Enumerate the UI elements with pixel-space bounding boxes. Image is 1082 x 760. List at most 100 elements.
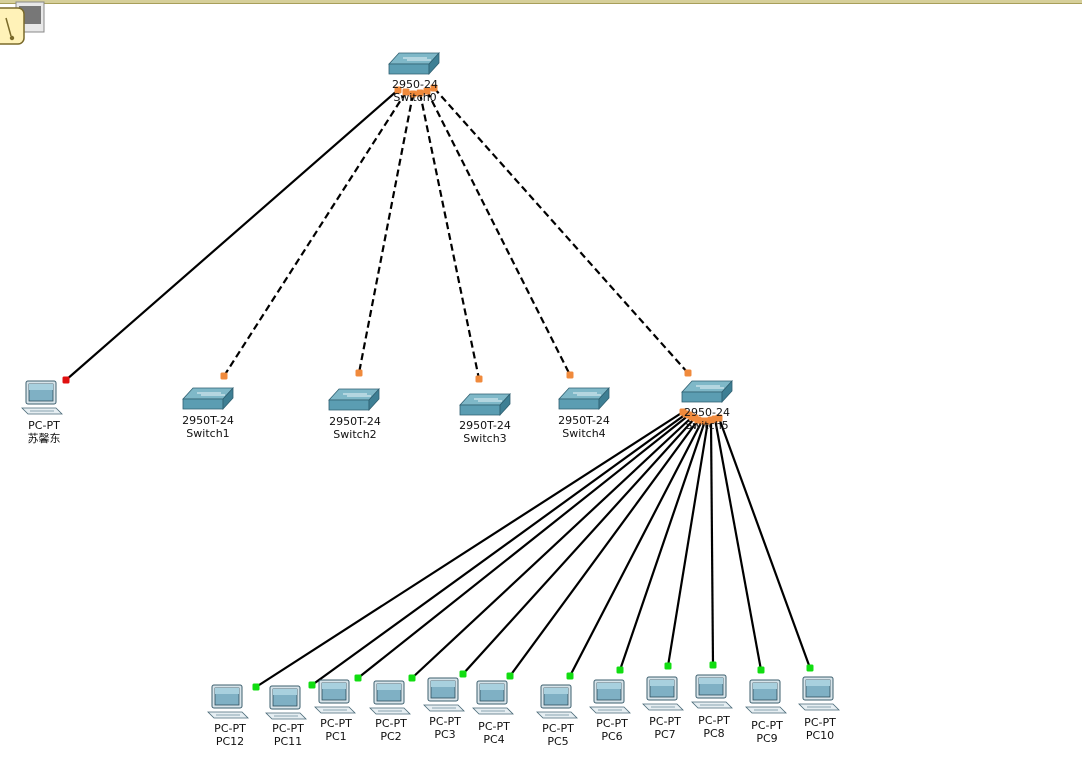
straight-cable-sw5-pc2[interactable]	[411, 416, 693, 679]
crossover-cable-sw0-sw4[interactable]	[426, 90, 571, 376]
straight-cable-sw5-pc11[interactable]	[311, 413, 687, 686]
device-name-sw2[interactable]: Switch2	[333, 428, 377, 441]
straight-cable-sw5-pc10[interactable]	[717, 417, 812, 669]
device-model-sw4: 2950T-24	[558, 414, 610, 427]
links-layer	[65, 87, 812, 688]
device-model-pc11: PC-PT	[272, 722, 304, 735]
pc-icon-pc1[interactable]	[314, 679, 356, 714]
pc-icon-pc4[interactable]	[472, 680, 514, 715]
device-name-pc2[interactable]: PC2	[380, 730, 402, 743]
port-status-sw5-pc9-b	[757, 666, 765, 674]
pc-icon-pcx[interactable]	[21, 380, 63, 415]
device-name-pc1[interactable]: PC1	[325, 730, 347, 743]
straight-cable-sw5-pc1[interactable]	[357, 414, 690, 679]
crossover-cable-sw0-sw2[interactable]	[357, 93, 415, 374]
device-model-sw0: 2950-24	[392, 78, 438, 91]
device-name-pc11[interactable]: PC11	[273, 735, 303, 748]
pc-icon-pc5[interactable]	[536, 684, 578, 719]
device-name-sw3[interactable]: Switch3	[463, 432, 507, 445]
pc-icon-pc9[interactable]	[745, 679, 787, 714]
switch-icon-sw4[interactable]	[558, 386, 610, 411]
pc-icon-pc7[interactable]	[642, 676, 684, 711]
port-status-sw0-sw2-a	[409, 90, 417, 98]
straight-cable-sw5-pc5[interactable]	[569, 420, 703, 677]
port-status-sw5-pc4-b	[506, 672, 514, 680]
device-name-sw1[interactable]: Switch1	[186, 427, 230, 440]
crossover-cable-sw0-sw1[interactable]	[223, 91, 407, 377]
device-model-sw2: 2950T-24	[329, 415, 381, 428]
device-name-pc7[interactable]: PC7	[654, 728, 676, 741]
straight-cable-sw5-pc3[interactable]	[462, 417, 696, 675]
devices-layer	[21, 51, 840, 720]
straight-cable-sw5-pc6[interactable]	[618, 420, 707, 671]
port-status-sw0-pcx-a	[394, 86, 402, 94]
pc-icon-pc6[interactable]	[589, 679, 631, 714]
device-name-pc12[interactable]: PC12	[215, 735, 245, 748]
device-name-sw4[interactable]: Switch4	[562, 427, 606, 440]
device-model-pc4: PC-PT	[478, 720, 510, 733]
port-status-sw0-sw4-b	[566, 371, 574, 379]
port-status-sw0-pcx-b	[62, 376, 70, 384]
device-name-pc10[interactable]: PC10	[805, 729, 835, 742]
switch-icon-sw0[interactable]	[388, 51, 440, 76]
port-status-sw5-pc5-b	[566, 672, 574, 680]
device-model-sw3: 2950T-24	[459, 419, 511, 432]
device-name-sw0[interactable]: Switch0	[393, 91, 437, 104]
straight-cable-sw5-pc12[interactable]	[255, 411, 684, 688]
pc-icon-pc11[interactable]	[265, 685, 307, 720]
device-model-pc12: PC-PT	[214, 722, 246, 735]
device-model-pc7: PC-PT	[649, 715, 681, 728]
switch-icon-sw2[interactable]	[328, 387, 380, 412]
pc-icon-pc2[interactable]	[369, 680, 411, 715]
device-model-pc2: PC-PT	[375, 717, 407, 730]
port-status-sw5-pc8-b	[709, 661, 717, 669]
pc-icon-pc10[interactable]	[798, 676, 840, 711]
straight-cable-sw5-pc7[interactable]	[666, 420, 710, 667]
switch-icon-sw5[interactable]	[681, 379, 733, 404]
device-name-pc9[interactable]: PC9	[756, 732, 778, 745]
pc-icon-pc3[interactable]	[423, 677, 465, 712]
device-name-pc8[interactable]: PC8	[703, 727, 725, 740]
device-name-pc6[interactable]: PC6	[601, 730, 623, 743]
pc-icon-pc8[interactable]	[691, 674, 733, 709]
pc-icon-pc12[interactable]	[207, 684, 249, 719]
ports-layer	[62, 84, 814, 691]
device-model-pcx: PC-PT	[28, 419, 60, 432]
port-status-sw5-pc2-b	[408, 674, 416, 682]
port-status-sw5-pc10-a	[715, 414, 723, 422]
straight-cable-sw0-pcx[interactable]	[65, 89, 399, 381]
device-model-pc6: PC-PT	[596, 717, 628, 730]
crossover-cable-sw0-sw3[interactable]	[418, 92, 481, 380]
workspace-top-bar	[0, 0, 1082, 4]
note-icon[interactable]	[0, 0, 48, 46]
device-name-sw5[interactable]: Switch5	[685, 419, 729, 432]
straight-cable-sw5-pc8[interactable]	[709, 419, 715, 666]
crossover-cable-sw0-sw5[interactable]	[433, 87, 689, 374]
switch-icon-sw3[interactable]	[459, 392, 511, 417]
port-status-sw0-sw1-b	[220, 372, 228, 380]
straight-cable-sw5-pc9[interactable]	[713, 418, 763, 671]
device-name-pcx[interactable]: 苏馨东	[27, 432, 61, 445]
straight-cable-sw5-pc4[interactable]	[509, 419, 699, 677]
port-status-sw5-pc6-b	[616, 666, 624, 674]
device-name-pc4[interactable]: PC4	[483, 733, 505, 746]
device-name-pc5[interactable]: PC5	[547, 735, 569, 748]
switch-icon-sw1[interactable]	[182, 386, 234, 411]
port-status-sw0-sw3-a	[416, 89, 424, 97]
port-status-sw0-sw5-b	[684, 369, 692, 377]
port-status-sw0-sw5-a	[430, 84, 438, 92]
port-status-sw5-pc10-b	[806, 664, 814, 672]
device-name-pc3[interactable]: PC3	[434, 728, 456, 741]
port-status-sw5-pc7-b	[664, 662, 672, 670]
